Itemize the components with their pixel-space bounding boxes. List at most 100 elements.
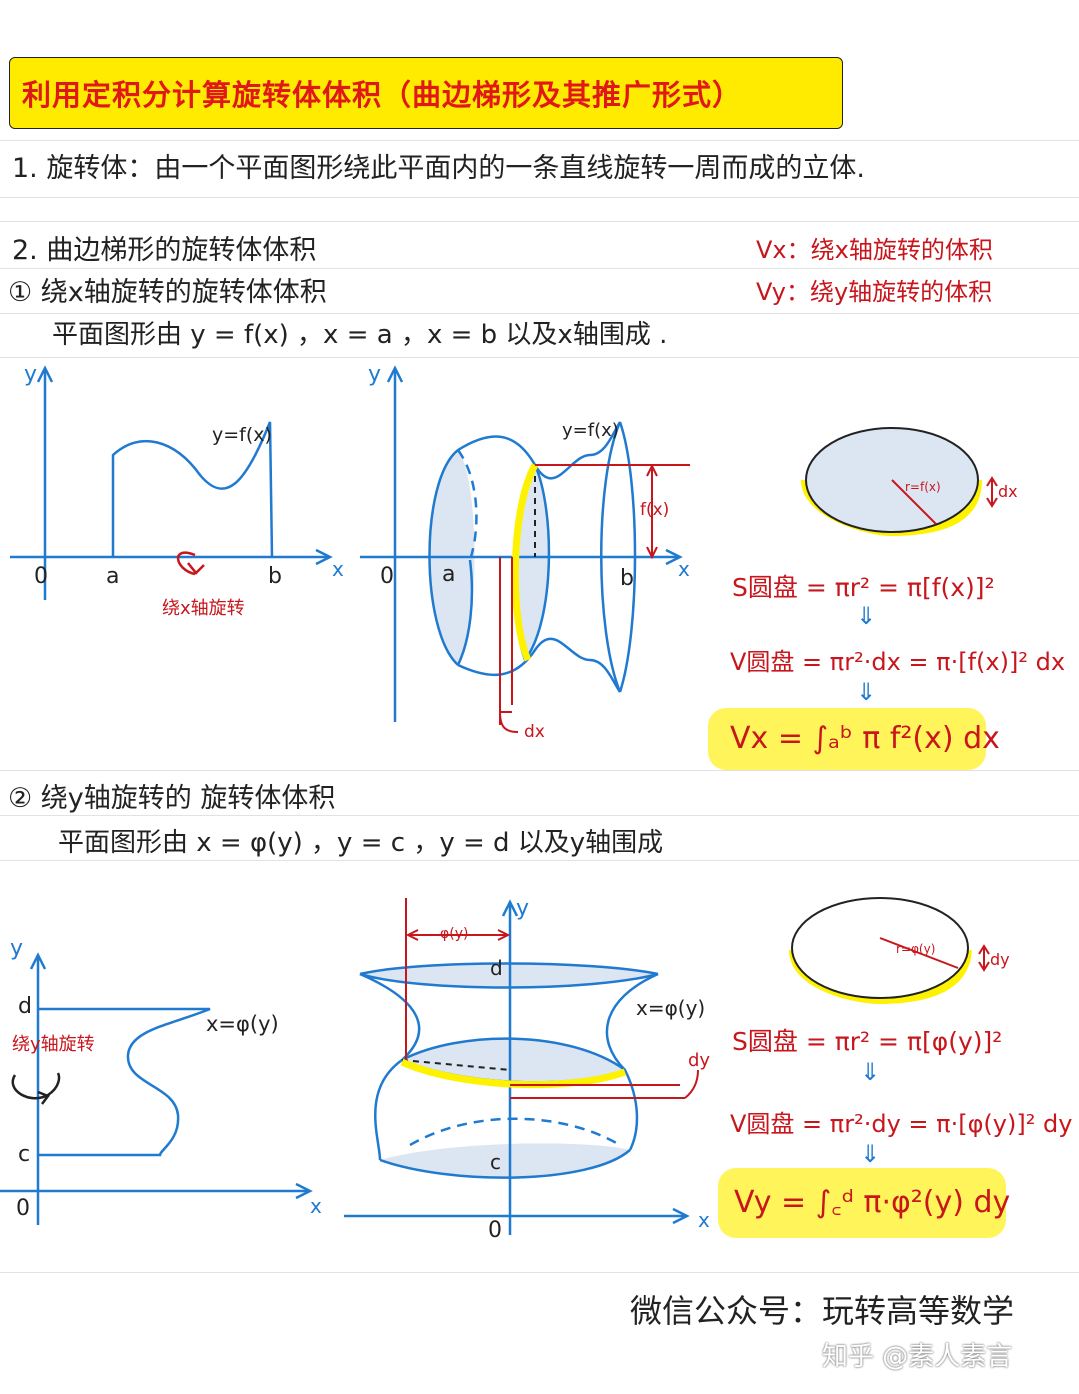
fig1l-b-label: b xyxy=(268,564,282,589)
fig2m-c-label: c xyxy=(490,1150,501,1174)
fig2m-d-label: d xyxy=(490,956,503,980)
left-rim-front xyxy=(428,449,459,666)
rotate-arrowhead xyxy=(187,562,205,575)
right-rim-front xyxy=(600,421,622,693)
ruled-line xyxy=(0,357,1079,358)
ruled-line xyxy=(0,140,1079,141)
fig1-mid-solid xyxy=(360,365,690,733)
ruled-line xyxy=(0,815,1079,816)
upper-profile xyxy=(457,421,622,480)
formula2-volume: V圆盘 = πr²·dy = π·[φ(y)]² dy xyxy=(730,1110,1073,1138)
fig2-left-graph xyxy=(0,952,313,1225)
fig1m-dx-label: dx xyxy=(524,722,545,742)
fig2-mid-solid xyxy=(344,898,699,1235)
arrow-down-icon: ⇓ xyxy=(860,1140,881,1168)
fig2m-y-label: y xyxy=(516,896,530,921)
fig2l-curve-label: x=φ(y) xyxy=(206,1012,279,1036)
ruled-line xyxy=(0,770,1079,771)
fig2l-x-label: x xyxy=(310,1194,322,1218)
arrow-down-icon: ⇓ xyxy=(856,678,877,706)
fig2l-y-label: y xyxy=(10,936,24,961)
fig2m-curve-label: x=φ(y) xyxy=(636,996,706,1020)
fig1m-x-label: x xyxy=(678,557,690,581)
disk-radius-line xyxy=(891,479,937,525)
part2-region: 平面图形由 x = φ(y) ，y = c ，y = d 以及y轴围成 xyxy=(58,828,664,858)
formula1-final: Vx = ∫ₐᵇ π f²(x) dx xyxy=(708,708,1000,770)
disk-edge-highlight xyxy=(511,463,539,662)
fig2l-origin: 0 xyxy=(16,1196,30,1221)
x-axis-arrow xyxy=(295,1182,313,1200)
rotate-arrow xyxy=(176,551,196,576)
fig1m-curve-label: y=f(x) xyxy=(562,420,619,441)
part1-region: 平面图形由 y = f(x) ，x = a ，x = b 以及x轴围成 . xyxy=(52,320,668,350)
curve-f-x xyxy=(111,421,274,558)
right-rim-back xyxy=(618,421,637,693)
curve-phi-y xyxy=(38,1007,211,1157)
fig1m-b-label: b xyxy=(620,566,634,591)
wechat-footer: 微信公众号：玩转高等数学 xyxy=(630,1292,1015,1330)
part1-heading: ① 绕x轴旋转的旋转体体积 xyxy=(8,277,327,308)
fig1l-a-label: a xyxy=(106,564,120,589)
disk-back xyxy=(523,464,551,661)
fig2m-origin: 0 xyxy=(488,1218,502,1243)
y-axis-arrow xyxy=(36,365,54,383)
ruled-line xyxy=(0,313,1079,314)
fig2l-c-label: c xyxy=(18,1142,31,1167)
fig1m-y-label: y xyxy=(368,362,382,387)
fig2m-radius-label: φ(y) xyxy=(440,926,469,942)
bottom-rim-back xyxy=(409,1117,621,1147)
formula1-volume: V圆盘 = πr²·dx = π·[f(x)]² dx xyxy=(730,648,1066,676)
legend-vy: Vy：绕y轴旋转的体积 xyxy=(756,278,993,306)
rotate-arrow xyxy=(11,1072,61,1100)
fig2m-dy-label: dy xyxy=(688,1050,711,1071)
part2-heading: ② 绕y轴旋转的 旋转体体积 xyxy=(8,783,336,814)
fig2l-rotate-label: 绕y轴旋转 xyxy=(12,1034,95,1055)
top-rim-back xyxy=(359,962,659,976)
ruled-line xyxy=(0,268,1079,269)
title-banner: 利用定积分计算旋转体体积（曲边梯形及其推广形式） xyxy=(9,57,843,129)
disk-radius xyxy=(401,1059,511,1071)
rotate-arrowhead xyxy=(37,1090,50,1105)
fig1l-rotate-label: 绕x轴旋转 xyxy=(162,598,245,619)
y-axis-arrow xyxy=(501,899,519,917)
ruled-line xyxy=(0,221,1079,222)
page-title: 利用定积分计算旋转体体积（曲边梯形及其推广形式） xyxy=(22,78,743,112)
disk1-radius-label: r=f(x) xyxy=(905,480,941,494)
x-axis-arrow xyxy=(315,548,333,566)
top-rim-front xyxy=(359,972,659,989)
x-axis-arrow xyxy=(665,548,683,566)
disk-radius-line xyxy=(879,937,959,969)
fig2l-d-label: d xyxy=(18,994,32,1019)
fig1l-x-label: x xyxy=(332,557,344,581)
arrow-down-icon: ⇓ xyxy=(860,1058,881,1086)
fig1l-y-label: y xyxy=(24,362,38,387)
section2-heading: 2. 曲边梯形的旋转体体积 xyxy=(12,235,317,266)
disk1-diagram xyxy=(801,427,998,537)
disk2-thickness-label: dy xyxy=(990,950,1010,969)
fig1-left-graph xyxy=(10,365,333,600)
left-rim-back xyxy=(456,449,478,561)
fig1m-height-label: f(x) xyxy=(640,500,670,520)
ruled-line xyxy=(0,197,1079,198)
disk-back xyxy=(401,1037,626,1072)
bottom-face xyxy=(380,1143,630,1178)
definition-text: 1. 旋转体：由一个平面图形绕此平面内的一条直线旋转一周而成的立体. xyxy=(12,153,865,184)
cut-disk xyxy=(402,1038,625,1083)
disk1-thickness-label: dx xyxy=(998,482,1018,501)
fig1l-origin: 0 xyxy=(34,564,48,589)
disk-face xyxy=(791,897,969,999)
formula1-area: S圆盘 = πr² = π[f(x)]² xyxy=(732,573,995,602)
ruled-line xyxy=(0,860,1079,861)
bottom-rim-front xyxy=(379,1149,631,1179)
fig1m-a-label: a xyxy=(442,562,456,587)
arrow-down-icon: ⇓ xyxy=(856,602,877,630)
fig2m-x-label: x xyxy=(698,1208,710,1232)
lower-profile xyxy=(457,637,622,693)
y-axis-arrow xyxy=(29,952,47,970)
x-axis-arrow xyxy=(672,1207,690,1225)
disk2-diagram xyxy=(789,897,990,1005)
fig1l-curve-label: y=f(x) xyxy=(212,424,272,446)
formula2-final: Vy = ∫꜀ᵈ π·φ²(y) dy xyxy=(718,1168,1010,1238)
legend-vx: Vx：绕x轴旋转的体积 xyxy=(756,236,993,264)
ruled-line xyxy=(0,1272,1079,1273)
